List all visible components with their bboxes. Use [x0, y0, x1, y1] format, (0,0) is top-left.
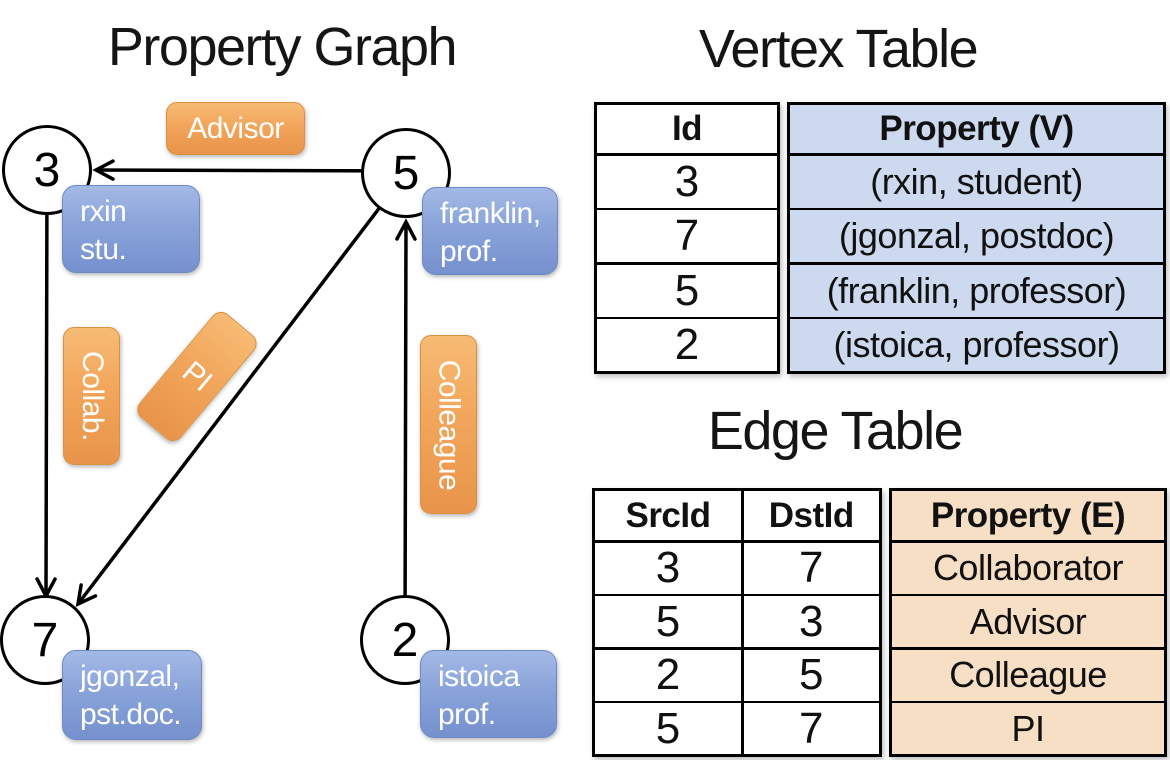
edge-table-property-column: Property (E) Collaborator Advisor Collea…	[889, 488, 1167, 757]
vertex-table-cell-id: 3	[597, 155, 777, 208]
edge-table-cell-src: 3	[595, 542, 741, 594]
edge-table-cell-dst: 7	[743, 542, 879, 594]
edge-table-cell-property: Advisor	[892, 596, 1164, 647]
vertex-label-franklin-line1: franklin,	[440, 197, 541, 230]
vertex-label-istoica: istoica prof.	[420, 650, 557, 738]
vertex-label-franklin-line2: prof.	[440, 235, 498, 268]
edge-table-title: Edge Table	[707, 401, 964, 461]
edge-table-cell-property: Collaborator	[892, 542, 1164, 594]
node-5-id: 5	[392, 146, 420, 200]
edge-label-advisor: Advisor	[166, 102, 305, 155]
vertex-table-cell-id: 7	[597, 210, 777, 262]
vertex-label-rxin: rxin stu.	[62, 185, 200, 273]
vertex-label-jgonzal-line2: pst.doc.	[80, 698, 182, 731]
vertex-label-istoica-line2: prof.	[438, 698, 496, 731]
edge-table-cell-src: 5	[595, 596, 741, 647]
node-2-id: 2	[391, 613, 419, 667]
edge-table-cell-src: 5	[595, 703, 741, 754]
property-graph-title: Property Graph	[107, 17, 458, 77]
vertex-table-id-column: Id 3 7 5 2	[594, 102, 780, 374]
vertex-table-cell-property: (franklin, professor)	[790, 264, 1163, 317]
edge-pi-5-to-7	[75, 171, 408, 607]
vertex-table-header-property: Property (V)	[790, 105, 1163, 153]
edge-label-collab: Collab.	[63, 327, 120, 465]
node-7-id: 7	[31, 613, 59, 667]
edge-table-cell-src: 2	[595, 649, 741, 701]
edge-table-src-dst-columns: SrcId DstId 3 7 5 3 2 5 5 7	[592, 488, 882, 757]
edge-table-cell-property: PI	[892, 703, 1164, 754]
edge-label-pi-text: PI	[176, 354, 219, 398]
edge-colleague-2-to-5	[395, 218, 417, 641]
edge-table-header-srcid: SrcId	[595, 491, 741, 540]
vertex-table-cell-property: (jgonzal, postdoc)	[790, 210, 1163, 262]
vertex-table-cell-id: 5	[597, 264, 777, 317]
edge-advisor-5-to-3	[92, 159, 407, 181]
vertex-label-franklin: franklin, prof.	[422, 187, 558, 275]
edge-table-cell-dst: 5	[743, 649, 879, 701]
edge-collab-3-to-7	[35, 169, 57, 600]
edge-label-advisor-text: Advisor	[187, 111, 284, 145]
vertex-label-jgonzal-line1: jgonzal,	[80, 660, 180, 693]
vertex-table-header-id: Id	[597, 105, 777, 153]
vertex-label-jgonzal: jgonzal, pst.doc.	[62, 650, 202, 740]
edge-table-cell-dst: 7	[743, 703, 879, 754]
vertex-label-istoica-line1: istoica	[438, 660, 520, 693]
edge-table-header-dstid: DstId	[743, 491, 879, 540]
vertex-table-title: Vertex Table	[698, 19, 979, 79]
edge-table-cell-property: Colleague	[892, 649, 1164, 701]
node-3: 3	[2, 125, 92, 215]
node-3-id: 3	[33, 143, 61, 197]
vertex-table-property-column: Property (V) (rxin, student) (jgonzal, p…	[787, 102, 1166, 374]
vertex-table-cell-property: (rxin, student)	[790, 155, 1163, 208]
vertex-table-cell-id: 2	[597, 319, 777, 371]
vertex-table-cell-property: (istoica, professor)	[790, 319, 1163, 371]
vertex-label-rxin-line2: stu.	[80, 233, 127, 266]
edge-table-header-property: Property (E)	[892, 491, 1164, 540]
vertex-label-rxin-line1: rxin	[80, 195, 127, 228]
edge-table-cell-dst: 3	[743, 596, 879, 647]
edge-label-colleague-text: Colleague	[432, 359, 466, 490]
edge-label-collab-text: Collab.	[75, 351, 109, 441]
edge-label-colleague: Colleague	[420, 335, 477, 514]
